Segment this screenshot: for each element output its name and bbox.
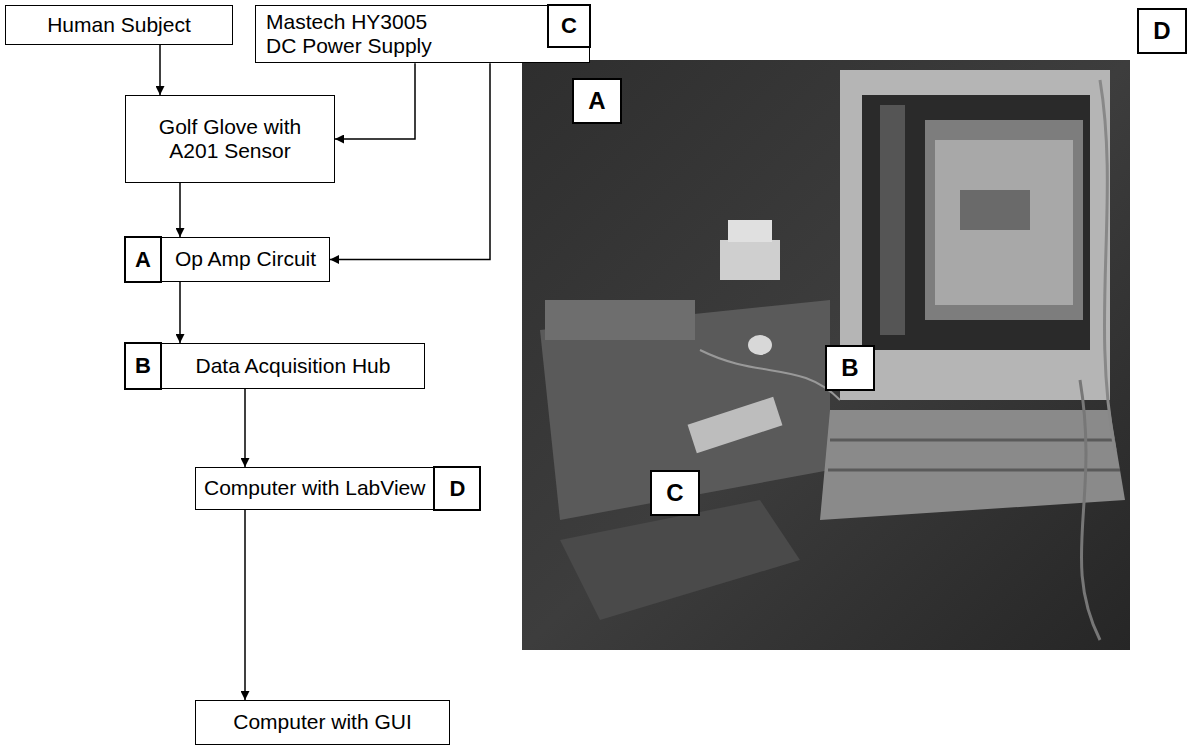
callout-letter: A <box>124 236 162 283</box>
box-text: Computer with GUI <box>233 710 412 734</box>
box-text: Human Subject <box>47 13 191 37</box>
process-box: Op Amp Circuit A <box>125 237 330 282</box>
callout-letter: D <box>433 466 481 511</box>
flow-arrow <box>179 282 181 343</box>
process-box: Computer with GUI <box>195 700 450 745</box>
box-text: Op Amp Circuit <box>175 247 316 271</box>
process-box: Mastech HY3005 DC Power Supply C <box>255 5 590 63</box>
callout-letter-text: A <box>135 247 151 272</box>
callout-label: A <box>572 78 622 124</box>
process-box: Human Subject <box>5 5 233 45</box>
process-box: Golf Glove with A201 Sensor <box>125 95 335 183</box>
process-box: Computer with LabView D <box>195 467 480 510</box>
flow-arrow <box>330 63 490 259</box>
flow-arrow <box>244 389 246 467</box>
box-text: Golf Glove with A201 Sensor <box>145 115 315 163</box>
box-text: Data Acquisition Hub <box>196 354 391 378</box>
callout-letter: C <box>666 479 683 507</box>
callout-letter: A <box>588 87 605 115</box>
callout-letter: C <box>547 4 591 48</box>
box-text: Computer with LabView <box>204 476 425 500</box>
box-text: Mastech HY3005 DC Power Supply <box>266 10 441 58</box>
callout-letter: B <box>841 354 858 382</box>
callout-letter: B <box>124 342 162 390</box>
callout-letter-text: B <box>135 353 151 378</box>
callout-label: C <box>650 470 700 516</box>
callout-label: B <box>825 345 875 391</box>
callout-letter-text: D <box>449 476 465 501</box>
flow-arrow <box>179 183 181 237</box>
flow-arrow <box>244 510 246 700</box>
callout-letter: D <box>1153 17 1170 45</box>
flow-arrow <box>335 63 415 139</box>
callout-label: D <box>1137 8 1187 54</box>
callout-letter-text: C <box>561 13 577 38</box>
flow-arrow <box>159 45 161 95</box>
process-box: Data Acquisition Hub B <box>125 343 425 389</box>
